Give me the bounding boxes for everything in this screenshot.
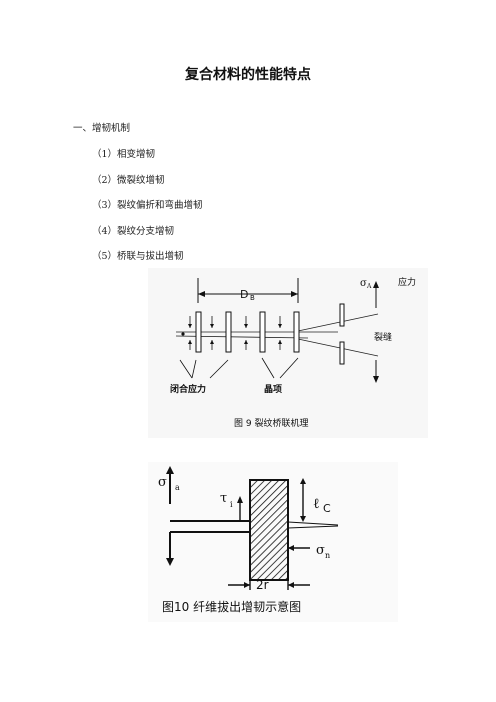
page-title: 复合材料的性能特点 bbox=[185, 67, 311, 83]
figure-10-fiber-pullout: σ a τ i bbox=[148, 462, 398, 622]
figure-9-crack-bridging: D B bbox=[148, 268, 428, 438]
figure-10-caption: 图10 纤维拔出增韧示意图 bbox=[162, 599, 301, 614]
sigma-n-label: σ bbox=[316, 543, 325, 558]
2r-label: 2r bbox=[256, 578, 269, 592]
section-heading: 一、增韧机制 bbox=[73, 123, 131, 134]
stress-label: 应力 bbox=[398, 276, 416, 288]
list-item: （2）微裂纹增韧 bbox=[92, 175, 165, 186]
list-item: （1）相变增韧 bbox=[92, 149, 156, 160]
db-label-sub: B bbox=[250, 294, 255, 302]
lc-sub: C bbox=[323, 502, 331, 515]
sigma-n-sub: n bbox=[325, 551, 330, 560]
closing-stress-label: 闭合应力 bbox=[170, 383, 206, 395]
lc-label: ℓ bbox=[313, 496, 320, 512]
list-item: （5）桥联与拔出增韧 bbox=[92, 251, 184, 262]
list-item: （3）裂纹偏折和弯曲增韧 bbox=[92, 200, 203, 211]
grain-label: 晶项 bbox=[264, 384, 282, 395]
sigma-a-label: σ bbox=[158, 475, 167, 490]
figure-9-diagram: D B bbox=[148, 268, 428, 438]
figure-9-caption: 图 9 裂纹桥联机理 bbox=[234, 417, 308, 429]
crack-label: 裂缝 bbox=[374, 331, 392, 343]
sigma-a-sub: a bbox=[175, 483, 180, 492]
sigma-a-label: σ bbox=[360, 278, 367, 289]
db-label: D bbox=[240, 288, 248, 301]
tau-label: τ bbox=[220, 491, 227, 506]
sigma-a-sub: A bbox=[366, 283, 372, 290]
figure-10-diagram: σ a τ i bbox=[148, 462, 398, 622]
list-item: （4）裂纹分支增韧 bbox=[92, 226, 175, 237]
tau-sub: i bbox=[230, 500, 233, 509]
